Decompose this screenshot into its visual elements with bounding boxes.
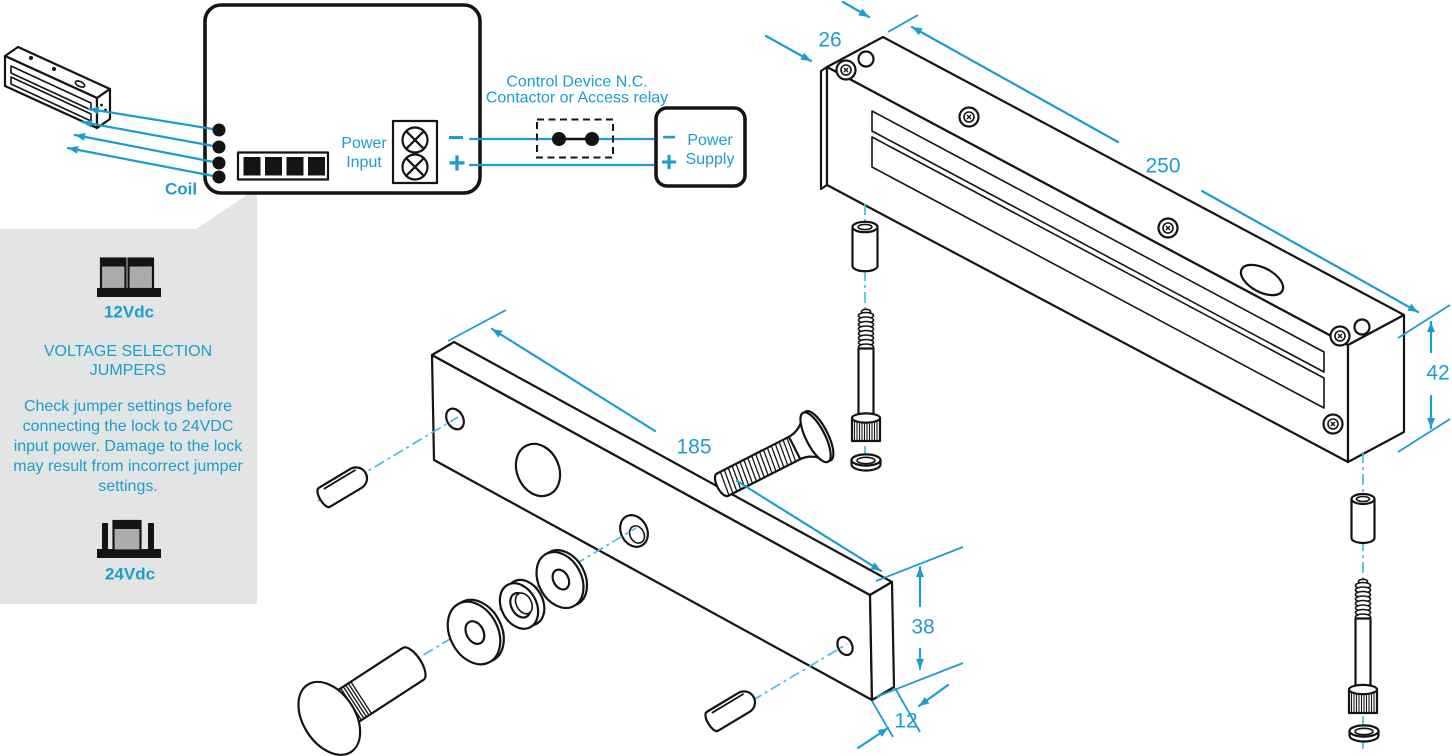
maglock-body [819, 35, 1406, 464]
coil-wires [66, 106, 226, 184]
mount-screw [850, 308, 882, 443]
dim-lock-height: 42 [1426, 361, 1450, 385]
coil-terminal-dot [212, 140, 226, 154]
voltage-panel-background [0, 188, 257, 604]
maglock-small-icon [3, 45, 112, 130]
control-device-label-line1: Control Device N.C. [506, 73, 648, 91]
jumper-12v-icon [97, 257, 161, 297]
control-device-label-line2: Contactor or Access relay [485, 89, 669, 107]
coil-terminal-dot [212, 156, 226, 170]
coil-terminal-dot [212, 123, 226, 137]
power-supply-label: Power Supply [685, 132, 735, 168]
roll-pin [316, 466, 369, 509]
dim-lock-length: 250 [1145, 154, 1181, 178]
jumper-24v-icon [97, 519, 161, 558]
sex-bolt [297, 646, 427, 756]
mount-spacer [1350, 492, 1376, 545]
rubber-bushing [498, 578, 546, 630]
voltage-jumper-block [236, 151, 330, 181]
power-input-terminals [391, 119, 439, 185]
nc-contact-icon [536, 118, 614, 159]
board-plus-sign: + [448, 147, 466, 180]
wire-slot [1239, 263, 1285, 297]
dimension-lines [447, 0, 1451, 750]
roll-pin [704, 690, 757, 733]
dim-lock-depth: 26 [818, 28, 842, 52]
jumper-12v-label: 12Vdc [103, 302, 155, 322]
screw-cap [850, 453, 882, 472]
power-input-label: Power Input [341, 135, 387, 171]
dim-armature-height: 38 [911, 615, 935, 639]
dim-armature-length: 185 [676, 435, 712, 459]
mount-spacer [851, 220, 879, 273]
mount-hole [1353, 318, 1371, 336]
mount-hole [857, 50, 875, 68]
jumper-24v-label: 24Vdc [104, 564, 156, 584]
washer-small [535, 549, 589, 610]
coil-terminal-dot [212, 170, 226, 184]
maglock-face-screws [835, 59, 1351, 435]
supply-minus-sign: − [661, 124, 677, 151]
mount-screw [1347, 578, 1379, 715]
countersunk-screw [713, 409, 835, 498]
voltage-panel-warning: Check jumper settings before connecting … [13, 398, 243, 495]
coil-label: Coil [164, 179, 198, 199]
board-minus-sign: − [447, 122, 465, 153]
dim-armature-thickness: 12 [894, 709, 918, 733]
screw-cap [1348, 724, 1380, 743]
washer-large [446, 598, 505, 666]
supply-wiring [468, 137, 656, 167]
armature-plate [430, 340, 896, 702]
supply-plus-sign: + [660, 146, 678, 177]
voltage-panel-title: VOLTAGE SELECTION JUMPERS [43, 343, 213, 379]
power-supply-box [654, 106, 747, 188]
